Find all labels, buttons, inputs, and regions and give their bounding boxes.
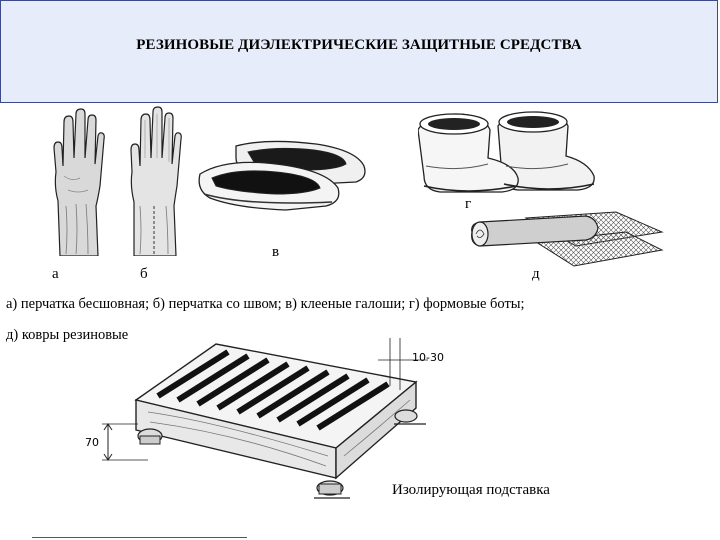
stand-gap-dimension: 10-30 [412,351,444,364]
caption-line-2: д) ковры резиновые [6,327,129,343]
seamed-glove-illustration [130,106,182,256]
label-a: а [52,266,59,282]
label-v: в [272,244,280,260]
glued-galoshes-illustration [198,140,366,211]
bottom-divider [32,537,247,538]
label-d: д [532,266,540,282]
slide-title: РЕЗИНОВЫЕ ДИЭЛЕКТРИЧЕСКИЕ ЗАЩИТНЫЕ СРЕДС… [136,37,582,53]
stand-caption: Изолирующая подставка [392,482,550,498]
stand-height-dimension: 70 [85,436,99,449]
seamless-glove-illustration [53,108,105,256]
rubber-mat-illustration [471,211,664,267]
title-banner: РЕЗИНОВЫЕ ДИЭЛЕКТРИЧЕСКИЕ ЗАЩИТНЫЕ СРЕДС… [0,0,718,103]
insulating-stand-illustration [102,338,428,499]
caption-line-1: а) перчатка бесшовная; б) перчатка со шв… [6,296,525,312]
label-g: г [465,196,472,212]
label-b: б [140,266,148,282]
molded-boots-illustration [418,111,595,193]
